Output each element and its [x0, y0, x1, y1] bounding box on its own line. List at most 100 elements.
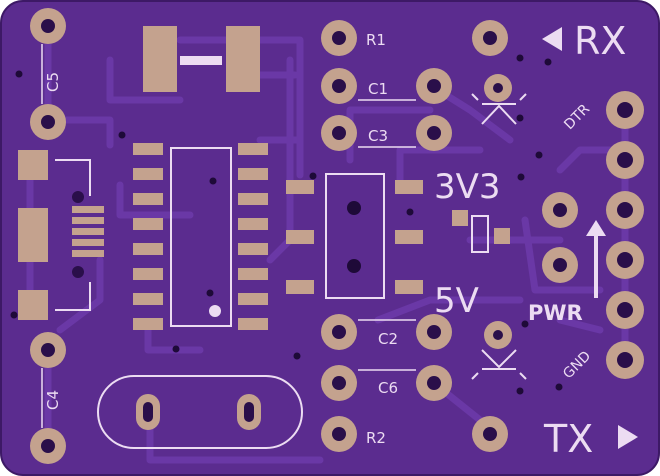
crystal-pad-left-hole: [143, 402, 153, 422]
ic-pad-r2: [238, 168, 268, 180]
r2-pad-hole: [332, 427, 346, 441]
via: [206, 289, 214, 297]
label-c5: C5: [44, 72, 62, 92]
usb-mount-hole-bottom: [72, 266, 84, 278]
pwr-res-pad-left: [452, 210, 468, 226]
via: [209, 177, 217, 185]
via: [10, 311, 18, 319]
crystal-pad-right-hole: [244, 402, 254, 422]
jumper-silk-outline: [325, 173, 385, 299]
tx-led-ray-2: [519, 372, 527, 380]
c5-pad-top-hole: [41, 19, 55, 33]
via: [293, 352, 301, 360]
usb-pin-3: [72, 228, 104, 235]
pwr-res-pad-right: [494, 228, 510, 244]
crystal-silk-outline: [97, 375, 303, 449]
label-c2: C2: [378, 330, 398, 348]
label-5v: 5V: [434, 281, 479, 321]
label-c6: C6: [378, 379, 398, 397]
usb-shield-pad-top: [18, 150, 48, 180]
pwr-led-pad-bottom-hole: [553, 258, 567, 272]
usb-shield-pad-mid: [18, 208, 48, 262]
tx-led-pad-hole: [483, 427, 497, 441]
pwr-led-pad-top-hole: [553, 203, 567, 217]
usb-pin-2: [72, 217, 104, 224]
ic-pad-l1: [133, 143, 163, 155]
rx-led-ray-1: [471, 93, 479, 101]
c3-pad-left-hole: [332, 126, 346, 140]
via: [516, 387, 524, 395]
fuse-pad-left: [143, 26, 177, 92]
ic-pad-l2: [133, 168, 163, 180]
smd-fuse: [143, 26, 260, 92]
label-r2: R2: [366, 429, 386, 447]
header-pin-tx-hole: [617, 202, 633, 218]
c5-pad-bottom-hole: [41, 115, 55, 129]
rx-led-ray-2: [519, 93, 527, 101]
via: [544, 58, 552, 66]
usb-pin-1: [72, 206, 104, 213]
rx-led-triangle: [481, 104, 517, 125]
header-pin-rx-hole: [617, 152, 633, 168]
ic-pad-r7: [238, 293, 268, 305]
ic-pin1-marker: [209, 305, 221, 317]
reg-pad-l3: [286, 280, 314, 294]
fuse-pad-right: [226, 26, 260, 92]
ic-left-pads: [133, 143, 163, 330]
pwr-res-silk: [471, 215, 489, 253]
ic-pad-l3: [133, 193, 163, 205]
label-rx: RX: [574, 19, 626, 63]
jumper-hole-top: [347, 201, 361, 215]
ic-silk-outline: [170, 147, 232, 327]
ic-pad-r5: [238, 243, 268, 255]
label-r1: R1: [366, 31, 386, 49]
serial-header: [606, 91, 644, 379]
via: [309, 172, 317, 180]
ic-pad-r6: [238, 268, 268, 280]
reg-pad-l2: [286, 230, 314, 244]
c4-pad-bottom-hole: [41, 439, 55, 453]
ic-pad-l6: [133, 268, 163, 280]
header-pin-cts-hole: [617, 302, 633, 318]
pwr-arrow-head: [586, 220, 606, 236]
label-pwr: PWR: [528, 301, 583, 325]
rx-led-anode-hole: [493, 83, 503, 93]
via: [517, 173, 525, 181]
pads-left: [30, 8, 66, 464]
up-arrow-icon: [586, 220, 606, 298]
label-c4: C4: [44, 390, 62, 410]
c1-pad-right-hole: [427, 79, 441, 93]
usb-silk-outline-top: [55, 159, 91, 196]
via: [535, 151, 543, 159]
crystal: [97, 375, 303, 449]
ic-pad-r1: [238, 143, 268, 155]
c6-pad-right-hole: [427, 376, 441, 390]
rx-led-pad-hole: [483, 31, 497, 45]
via: [406, 208, 414, 216]
usb-serial-ic: [133, 143, 268, 330]
via: [172, 345, 180, 353]
c3-pad-right-hole: [427, 126, 441, 140]
label-tx: TX: [543, 417, 593, 461]
tx-led-symbol-icon: [471, 349, 527, 380]
r1-pad-hole: [332, 31, 346, 45]
right-triangle-icon: [618, 425, 638, 449]
ic-pad-l8: [133, 318, 163, 330]
via: [118, 131, 126, 139]
cap-silk-lines: [358, 99, 416, 371]
ic-pad-l5: [133, 243, 163, 255]
via: [516, 114, 524, 122]
via: [521, 320, 529, 328]
ic-pad-l4: [133, 218, 163, 230]
ic-pad-r8: [238, 318, 268, 330]
usb-pin-5: [72, 250, 104, 257]
vias: [10, 54, 563, 395]
ic-pad-r3: [238, 193, 268, 205]
smd-resistor-pwr: [452, 210, 510, 253]
left-triangle-icon: [542, 27, 562, 51]
passive-pads: [321, 20, 578, 452]
rx-led-symbol-icon: [471, 93, 527, 125]
tx-led-triangle: [481, 349, 517, 369]
jumper-hole-bottom: [347, 259, 361, 273]
